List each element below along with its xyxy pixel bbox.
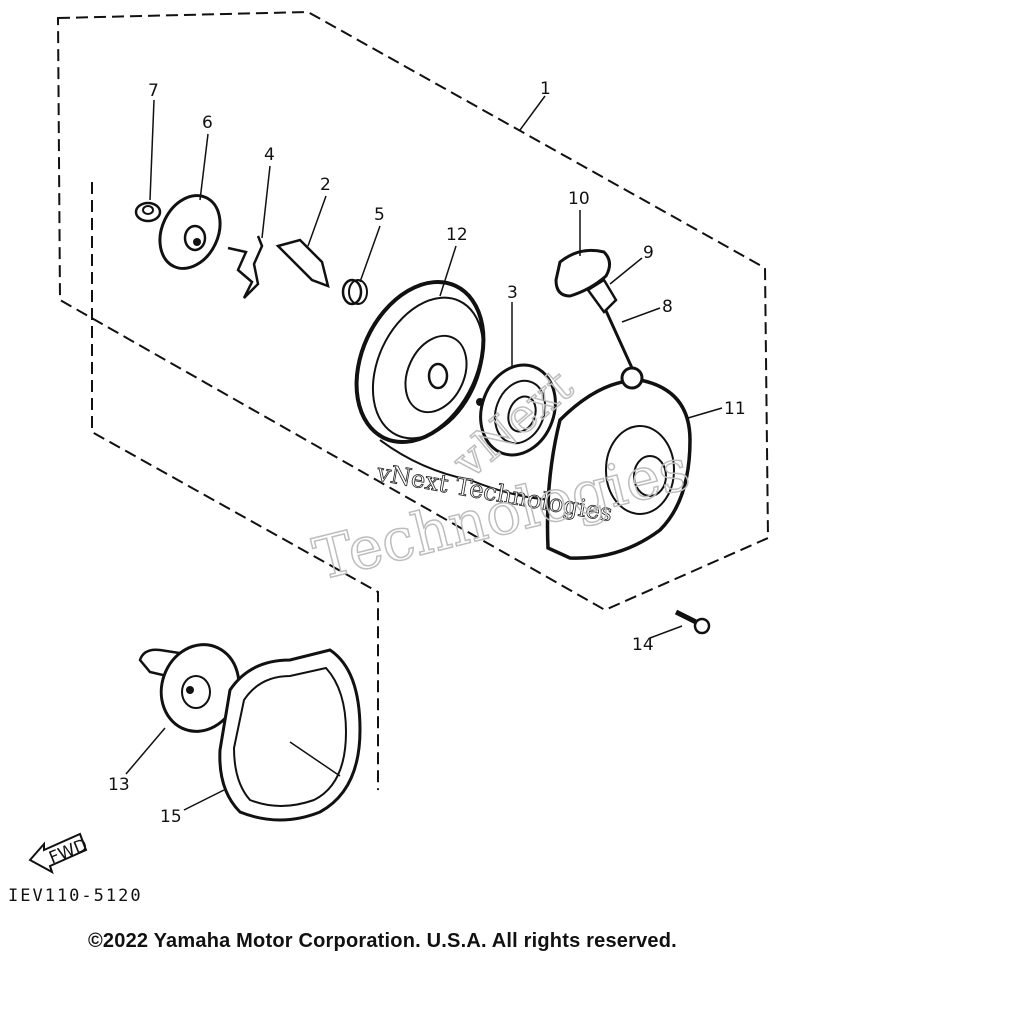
copyright-notice: ©2022 Yamaha Motor Corporation. U.S.A. A…: [88, 930, 677, 952]
part-6-cover-plate[interactable]: [149, 186, 232, 279]
part-13-pulley-hub[interactable]: [138, 634, 251, 743]
part-label-2: 2: [320, 175, 331, 195]
part-label-7: 7: [148, 81, 159, 101]
part-label-15: 15: [160, 807, 182, 827]
leader-lines: [125, 95, 723, 811]
part-label-11: 11: [724, 399, 746, 419]
part-4-spring-clip[interactable]: [227, 235, 264, 299]
figure-code: IEV110-5120: [8, 886, 143, 906]
part-label-1: 1: [540, 79, 551, 99]
part-label-8: 8: [662, 297, 673, 317]
part-8-starter-rope[interactable]: [600, 301, 634, 369]
part-label-5: 5: [374, 205, 385, 225]
part-14-bolt[interactable]: [674, 609, 711, 635]
part-label-13: 13: [108, 775, 130, 795]
part-7-nut[interactable]: [134, 201, 162, 223]
part-label-6: 6: [202, 113, 213, 133]
lower-group-boundary: [91, 182, 379, 790]
part-label-3: 3: [507, 283, 518, 303]
part-11-starter-case[interactable]: [545, 366, 692, 560]
part-2-pawl[interactable]: [275, 238, 330, 289]
part-5-spring[interactable]: [341, 278, 368, 306]
part-label-10: 10: [568, 189, 590, 209]
part-3-recoil-spring[interactable]: [468, 354, 567, 465]
fwd-label: FWD: [46, 835, 90, 868]
part-label-4: 4: [264, 145, 275, 165]
part-12-sheave-drum[interactable]: [332, 261, 561, 501]
part-label-12: 12: [446, 225, 468, 245]
part-10-starter-handle[interactable]: [554, 248, 611, 298]
part-15-gasket[interactable]: [218, 648, 362, 822]
part-label-9: 9: [643, 243, 654, 263]
part-label-14: 14: [632, 635, 654, 655]
fwd-arrow-icon: FWD: [28, 832, 91, 875]
